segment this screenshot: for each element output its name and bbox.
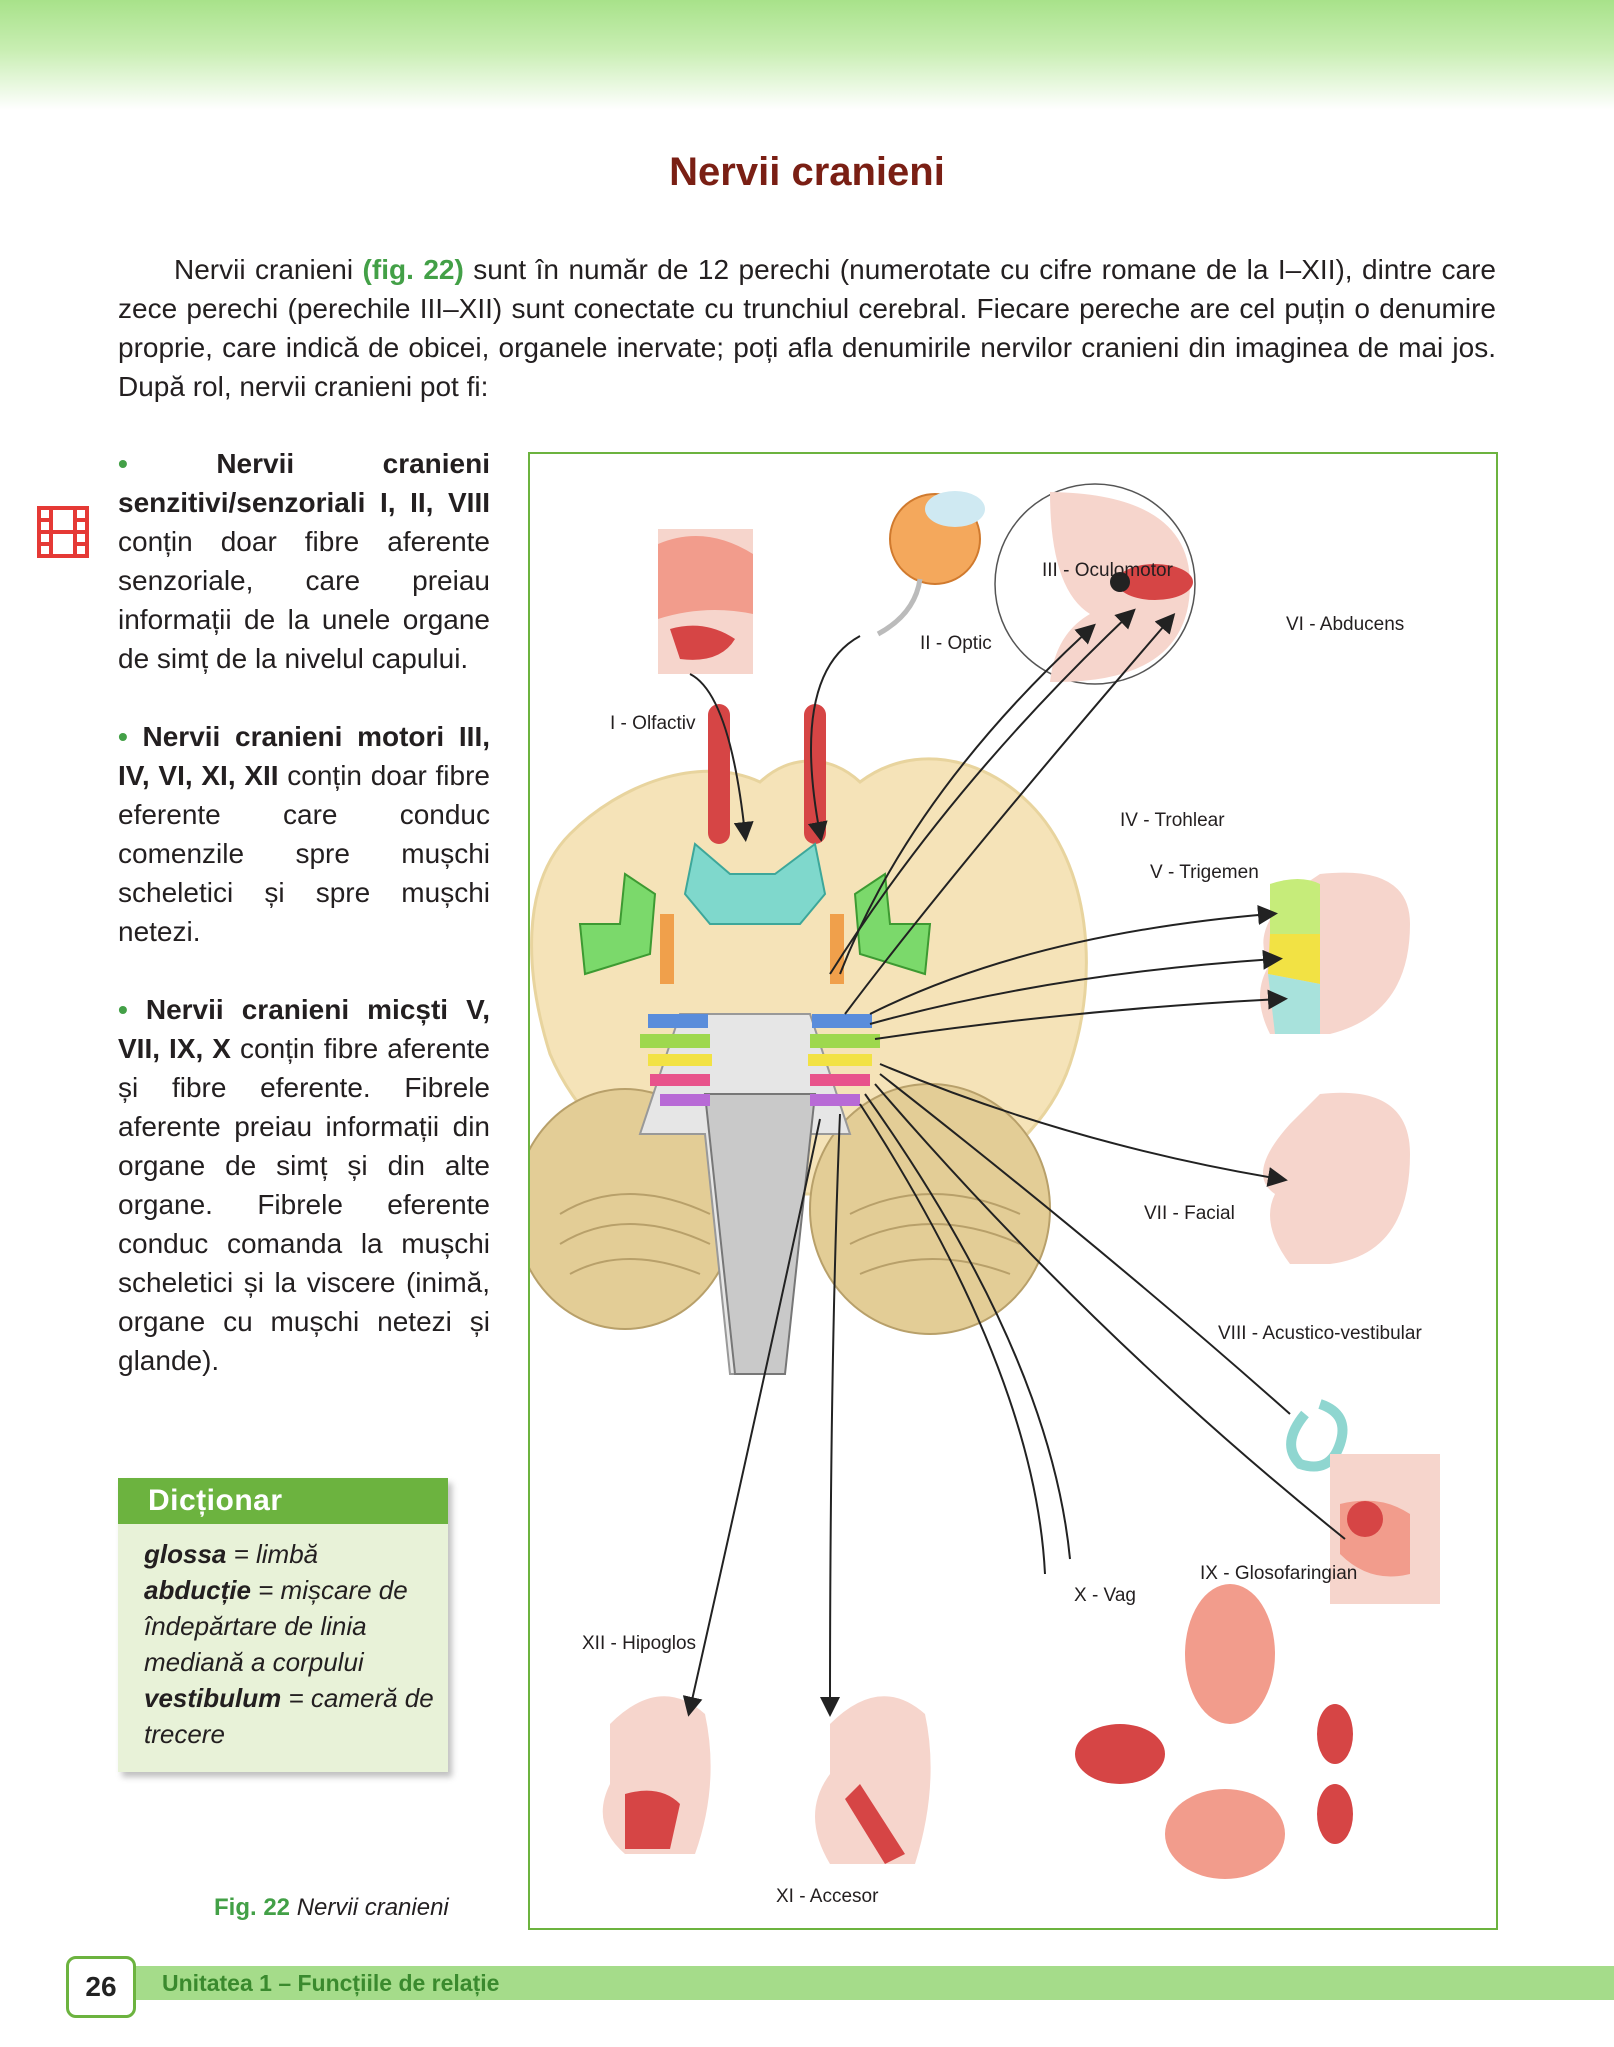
dictionary-definition: = limbă: [226, 1539, 319, 1569]
nerve-label-XI: XI - Accesor: [776, 1886, 879, 1907]
dictionary-entry: vestibulum = cameră de trecere: [144, 1680, 434, 1752]
nerve-label-X: X - Vag: [1074, 1585, 1136, 1606]
dictionary-term: glossa: [144, 1539, 227, 1569]
nerve-label-IX: IX - Glosofaringian: [1200, 1563, 1357, 1584]
nerve-label-VII: VII - Facial: [1144, 1203, 1235, 1224]
nerve-pathways: [682, 608, 1346, 1717]
inner-ear-illustration: [1286, 1399, 1348, 1472]
category-title: Nervii cranieni motori III, IV, VI, XI, …: [118, 721, 491, 791]
nerve-categories: • Nervii cranieni senzitivi/senzoriali I…: [118, 444, 490, 1419]
intro-text-end: sunt în număr de 12 perechi (numerotate …: [118, 254, 1497, 402]
category-title: Nervii cranieni senzitivi/senzoriali I, …: [118, 448, 491, 518]
cranial-nerves-diagram: I - Olfactiv II - Optic III - Oculomotor…: [530, 483, 1440, 1907]
dictionary-body: glossa = limbă abducție = mișcare de înd…: [118, 1524, 448, 1752]
dictionary-definition: = mișcare de îndepărtare de linia median…: [144, 1575, 408, 1677]
dictionary-term: abducție: [144, 1575, 251, 1605]
nerve-label-VIII: VIII - Acustico-vestibular: [1218, 1323, 1422, 1344]
intro-paragraph: Nervii cranieni (fig. 22) sunt în număr …: [118, 250, 1496, 406]
nerve-label-II: II - Optic: [920, 633, 992, 654]
category-motor: • Nervii cranieni motori III, IV, VI, XI…: [118, 717, 490, 951]
nerve-label-V: V - Trigemen: [1150, 862, 1259, 883]
nerve-label-XII: XII - Hipoglos: [582, 1633, 696, 1654]
intro-text-start: Nervii cranieni: [174, 254, 363, 285]
page-title: Nervii cranieni: [669, 150, 945, 194]
bullet: •: [118, 448, 128, 479]
nerve-label-I: I - Olfactiv: [610, 713, 696, 734]
category-sensory: • Nervii cranieni senzitivi/senzoriali I…: [118, 444, 490, 678]
category-title: Nervii cranieni micști V, VII, IX, X: [118, 994, 490, 1064]
nerve-label-III: III - Oculomotor: [1042, 560, 1174, 581]
figure-caption: Fig. 22 Nervii cranieni: [214, 1894, 449, 1922]
film-icon[interactable]: [36, 505, 90, 559]
eye-icon: [876, 491, 985, 637]
eye-muscles-illustration: [994, 483, 1196, 685]
dictionary-definition: = cameră de trecere: [144, 1683, 434, 1749]
head-accessory-illustration: [815, 1696, 931, 1864]
cranial-nerves-figure: I - Olfactiv II - Optic III - Oculomotor…: [528, 452, 1498, 1930]
head-hypoglossal-illustration: [602, 1696, 711, 1854]
top-header-band: [0, 0, 1614, 110]
footer-band: [70, 1966, 1614, 2000]
category-mixed: • Nervii cranieni micști V, VII, IX, X c…: [118, 990, 490, 1380]
visceral-organs-illustration: [1075, 1584, 1353, 1879]
footer-unit-title: Unitatea 1 – Funcțiile de relație: [162, 1970, 500, 1996]
category-text: conțin doar fibre aferente senzoriale, c…: [118, 526, 490, 674]
face-trigeminal-illustration: [1260, 872, 1410, 1034]
figure-caption-label: Fig. 22: [214, 1894, 291, 1921]
brain-icon: [530, 704, 1088, 1375]
nose-illustration: [658, 529, 753, 674]
category-text: conțin doar fibre eferente care conduc c…: [118, 760, 490, 947]
category-text: conțin fibre aferente și fibre eferente.…: [118, 1033, 490, 1376]
dictionary-entry: glossa = limbă: [144, 1536, 434, 1572]
figure-reference-link[interactable]: (fig. 22): [362, 254, 464, 285]
nerve-label-VI: VI - Abducens: [1286, 614, 1404, 635]
bullet: •: [118, 994, 128, 1025]
dictionary-entry: abducție = mișcare de îndepărtare de lin…: [144, 1572, 434, 1680]
dictionary-box: Dicționar glossa = limbă abducție = mișc…: [118, 1478, 448, 1772]
page-number: 26: [66, 1956, 136, 2018]
bullet: •: [118, 721, 128, 752]
dictionary-term: vestibulum: [144, 1683, 282, 1713]
dictionary-heading: Dicționar: [118, 1478, 448, 1524]
nerve-label-IV: IV - Trohlear: [1120, 810, 1225, 831]
face-facial-illustration: [1263, 1092, 1410, 1264]
figure-caption-text: Nervii cranieni: [290, 1894, 449, 1921]
throat-illustration: [1330, 1454, 1440, 1604]
